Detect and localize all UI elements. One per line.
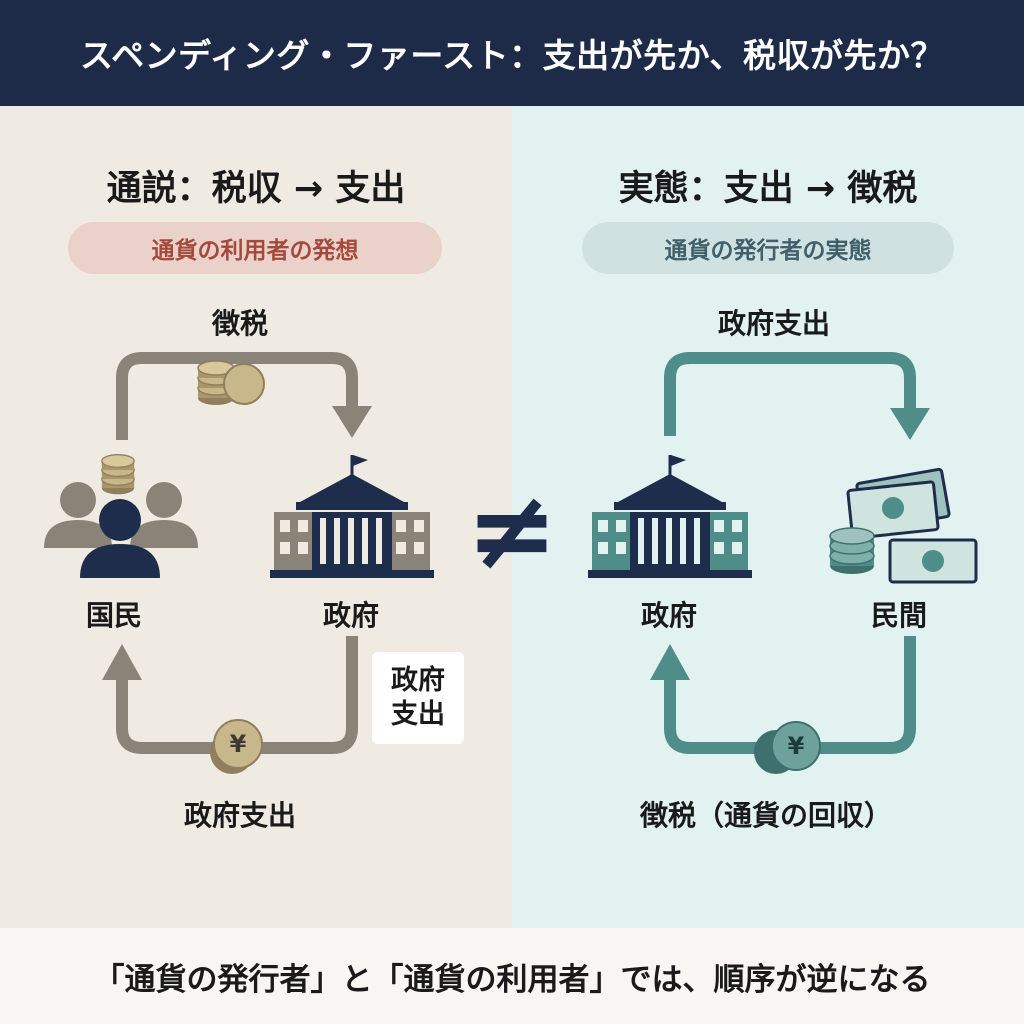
- node-government-label: 政府: [323, 599, 380, 632]
- right-bottom-arrow-head: [650, 644, 690, 680]
- yen-symbol: ¥: [230, 730, 247, 758]
- money-bills-icon: [829, 467, 978, 584]
- yen-symbol: ¥: [788, 732, 805, 760]
- left-bottom-arrow-head: [102, 644, 142, 680]
- government-building-icon: [270, 455, 434, 578]
- right-top-flow-label: 政府支出: [718, 307, 831, 340]
- left-top-flow-label: 徴税: [212, 307, 269, 340]
- side-spending-box: 政府 支出: [372, 652, 464, 744]
- right-top-arrow-head: [890, 408, 930, 440]
- left-top-arrow-head: [332, 406, 372, 438]
- right-heading: 実態：支出 → 徴税: [618, 169, 918, 209]
- yen-coin-icon: ¥: [754, 721, 821, 774]
- left-subtitle-pill: 通貨の利用者の発想: [68, 222, 442, 274]
- page-title: スペンディング・ファースト：支出が先か、税収が先か？: [0, 0, 1024, 106]
- node-private-label: 民間: [871, 599, 928, 632]
- node-people-label: 国民: [86, 599, 143, 632]
- yen-coin-icon: ¥: [210, 719, 263, 774]
- right-top-arrow: [664, 352, 916, 436]
- not-equal-sign: ≠: [466, 466, 558, 594]
- people-group-icon: [44, 454, 198, 578]
- footer-conclusion: 「通貨の発行者」と「通貨の利用者」では、順序が逆になる: [0, 928, 1024, 1024]
- government-building-icon: [588, 455, 752, 578]
- coin-icon: [223, 363, 265, 405]
- node-government-label: 政府: [641, 599, 698, 632]
- left-heading: 通説：税収 → 支出: [106, 169, 406, 209]
- left-bottom-flow-label: 政府支出: [184, 799, 297, 832]
- right-subtitle-pill: 通貨の発行者の実態: [582, 222, 954, 274]
- side-box-line2: 支出: [391, 699, 445, 730]
- left-top-arrow: [116, 352, 358, 440]
- side-box-line1: 政府: [391, 665, 445, 696]
- right-bottom-flow-label: 徴税（通貨の回収）: [640, 799, 893, 832]
